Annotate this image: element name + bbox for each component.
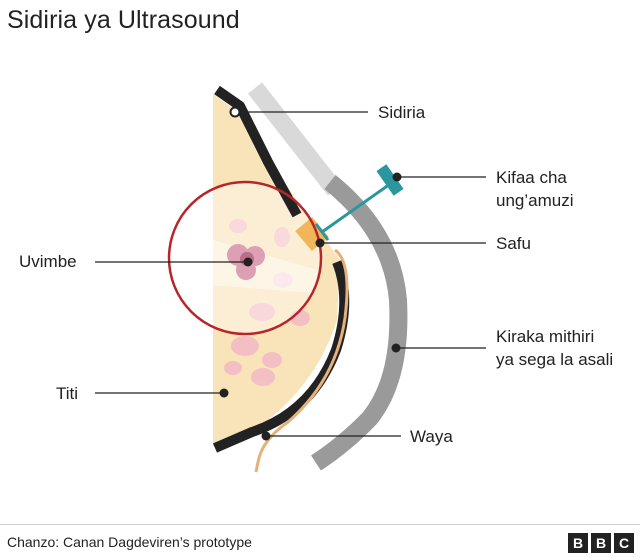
label-waya: Waya — [410, 427, 453, 446]
wire — [254, 248, 349, 473]
label-kifaa-1: Kifaa cha — [496, 168, 567, 187]
kifaa-pointer — [392, 172, 402, 182]
waya-pointer — [261, 431, 271, 441]
bra-lower — [213, 260, 350, 453]
footer-divider — [0, 524, 640, 525]
label-titi: Titi — [56, 384, 79, 403]
leader-lines — [95, 111, 486, 437]
bra-upper — [214, 85, 302, 218]
tissue-blobs — [224, 219, 310, 386]
ultrasound-device — [314, 164, 404, 241]
breast-diagram — [95, 82, 486, 473]
label-kiraka-1: Kiraka mithiri — [496, 327, 595, 346]
label-uvimbe: Uvimbe — [19, 252, 77, 271]
page-title: Sidiria ya Ultrasound — [7, 6, 240, 34]
label-sidiria: Sidiria — [378, 103, 426, 122]
uvimbe-pointer — [243, 257, 253, 267]
highlight-circle — [167, 180, 323, 336]
label-safu: Safu — [496, 234, 531, 253]
label-kiraka-2: ya sega la asali — [496, 350, 614, 369]
sidiria-pointer — [229, 106, 241, 118]
logo-letter: B — [591, 533, 611, 553]
source-note: Chanzo: Canan Dagdeviren’s prototype — [7, 534, 252, 550]
kiraka-pointer — [391, 343, 401, 353]
logo-letter: C — [614, 533, 634, 553]
label-kifaa-2: ung’amuzi — [496, 191, 574, 210]
safu-pointer — [315, 238, 325, 248]
titi-pointer — [219, 388, 229, 398]
logo-letter: B — [568, 533, 588, 553]
bbc-logo: B B C — [568, 533, 634, 553]
patch-light — [247, 82, 343, 196]
